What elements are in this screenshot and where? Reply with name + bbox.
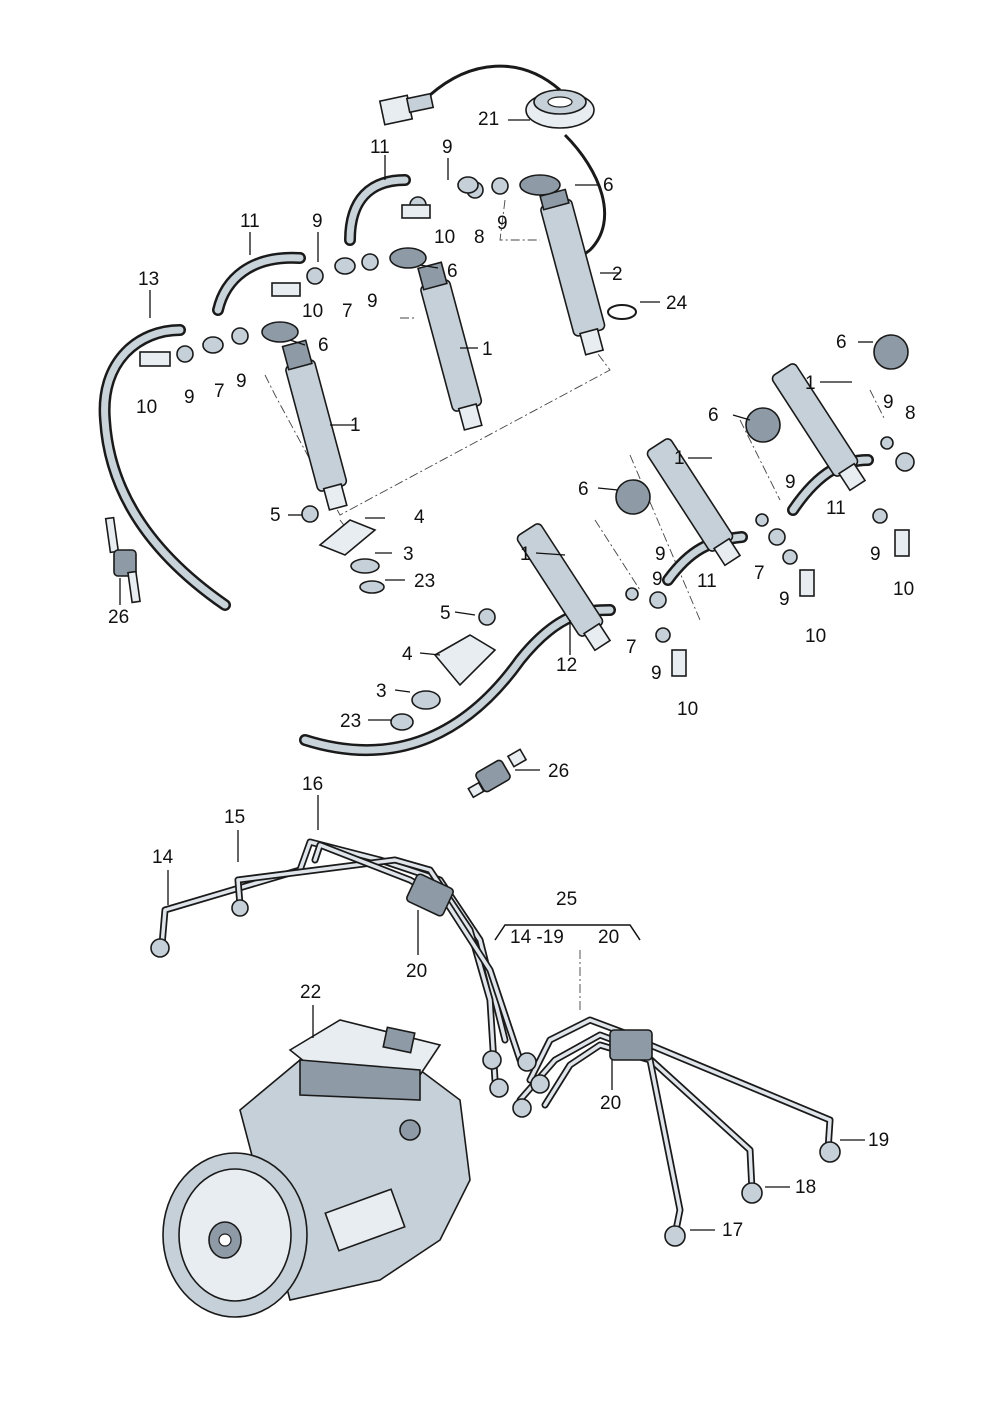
label-1: 1: [350, 415, 361, 436]
check-valve-left: [104, 516, 141, 604]
label-6: 6: [447, 261, 458, 282]
label-10: 10: [136, 397, 158, 418]
group-bracket: [494, 924, 641, 941]
label-7: 7: [626, 637, 637, 658]
injection-pump: [162, 1019, 471, 1318]
label-20: 20: [406, 961, 428, 982]
label-23: 23: [340, 711, 362, 732]
temperature-sensor-cable: [378, 64, 607, 264]
label-5: 5: [270, 505, 281, 526]
label-8: 8: [905, 403, 916, 424]
label-9: 9: [883, 392, 894, 413]
label-8: 8: [474, 227, 485, 248]
label-9: 9: [367, 291, 378, 312]
label-3: 3: [403, 544, 414, 565]
label-7: 7: [754, 563, 765, 584]
label-1: 1: [520, 544, 531, 565]
injector-6: [771, 363, 867, 492]
label-11: 11: [697, 571, 717, 592]
label-9: 9: [870, 544, 881, 565]
label-9: 9: [652, 569, 663, 590]
label-4: 4: [414, 507, 425, 528]
label-12: 12: [556, 655, 578, 676]
label-2: 2: [612, 264, 623, 285]
label-9: 9: [651, 663, 662, 684]
label-25: 25: [556, 889, 578, 910]
injector-5: [646, 438, 742, 567]
label-1: 1: [674, 448, 685, 469]
label-7: 7: [214, 381, 225, 402]
injector-3: [539, 188, 606, 356]
leader-lines: [119, 119, 873, 1231]
label-18: 18: [795, 1177, 817, 1198]
label-7: 7: [342, 301, 353, 322]
injectors: [281, 188, 867, 652]
label-15: 15: [224, 807, 246, 828]
label-9: 9: [779, 589, 790, 610]
label-9: 9: [497, 213, 508, 234]
small-parts: [104, 174, 915, 799]
label-9: 9: [655, 544, 666, 565]
label-17: 17: [722, 1220, 744, 1241]
label-1: 1: [805, 373, 816, 394]
label-4: 4: [402, 644, 413, 665]
label-19: 19: [868, 1130, 890, 1151]
label-9: 9: [236, 371, 247, 392]
label-10: 10: [302, 301, 324, 322]
label-20: 20: [598, 927, 620, 948]
label-9: 9: [184, 387, 195, 408]
label-6: 6: [603, 175, 614, 196]
pipe-clamp-1: [406, 873, 454, 917]
label-13: 13: [138, 269, 160, 290]
label-5: 5: [440, 603, 451, 624]
pipe-clamp-2: [609, 1029, 653, 1061]
label-3: 3: [376, 681, 387, 702]
label-20: 20: [600, 1093, 622, 1114]
label-11: 11: [826, 498, 846, 519]
label-14: 14: [152, 847, 174, 868]
injector-1: [281, 339, 348, 511]
label-25-range: 14 -19: [510, 927, 564, 948]
label-10: 10: [893, 579, 915, 600]
injector-2: [417, 261, 483, 431]
label-23: 23: [414, 571, 436, 592]
assembly-lines: [264, 199, 886, 1010]
label-6: 6: [318, 335, 329, 356]
check-valve-right: [467, 748, 528, 799]
label-10: 10: [805, 626, 827, 647]
injection-pipes: [150, 838, 841, 1247]
label-11: 11: [240, 211, 260, 232]
label-22: 22: [300, 982, 322, 1003]
label-9: 9: [785, 472, 796, 493]
label-6: 6: [578, 479, 589, 500]
label-10: 10: [434, 227, 456, 248]
label-9: 9: [442, 137, 453, 158]
injector-4: [516, 523, 612, 652]
label-9: 9: [312, 211, 323, 232]
leak-off-hoses: [98, 174, 874, 757]
label-24: 24: [666, 293, 688, 314]
label-26: 26: [548, 761, 570, 782]
label-6: 6: [836, 332, 847, 353]
label-26: 26: [108, 607, 130, 628]
label-1: 1: [482, 339, 493, 360]
label-10: 10: [677, 699, 699, 720]
label-11: 11: [370, 137, 390, 158]
label-21: 21: [478, 109, 500, 130]
label-16: 16: [302, 774, 324, 795]
label-6: 6: [708, 405, 719, 426]
